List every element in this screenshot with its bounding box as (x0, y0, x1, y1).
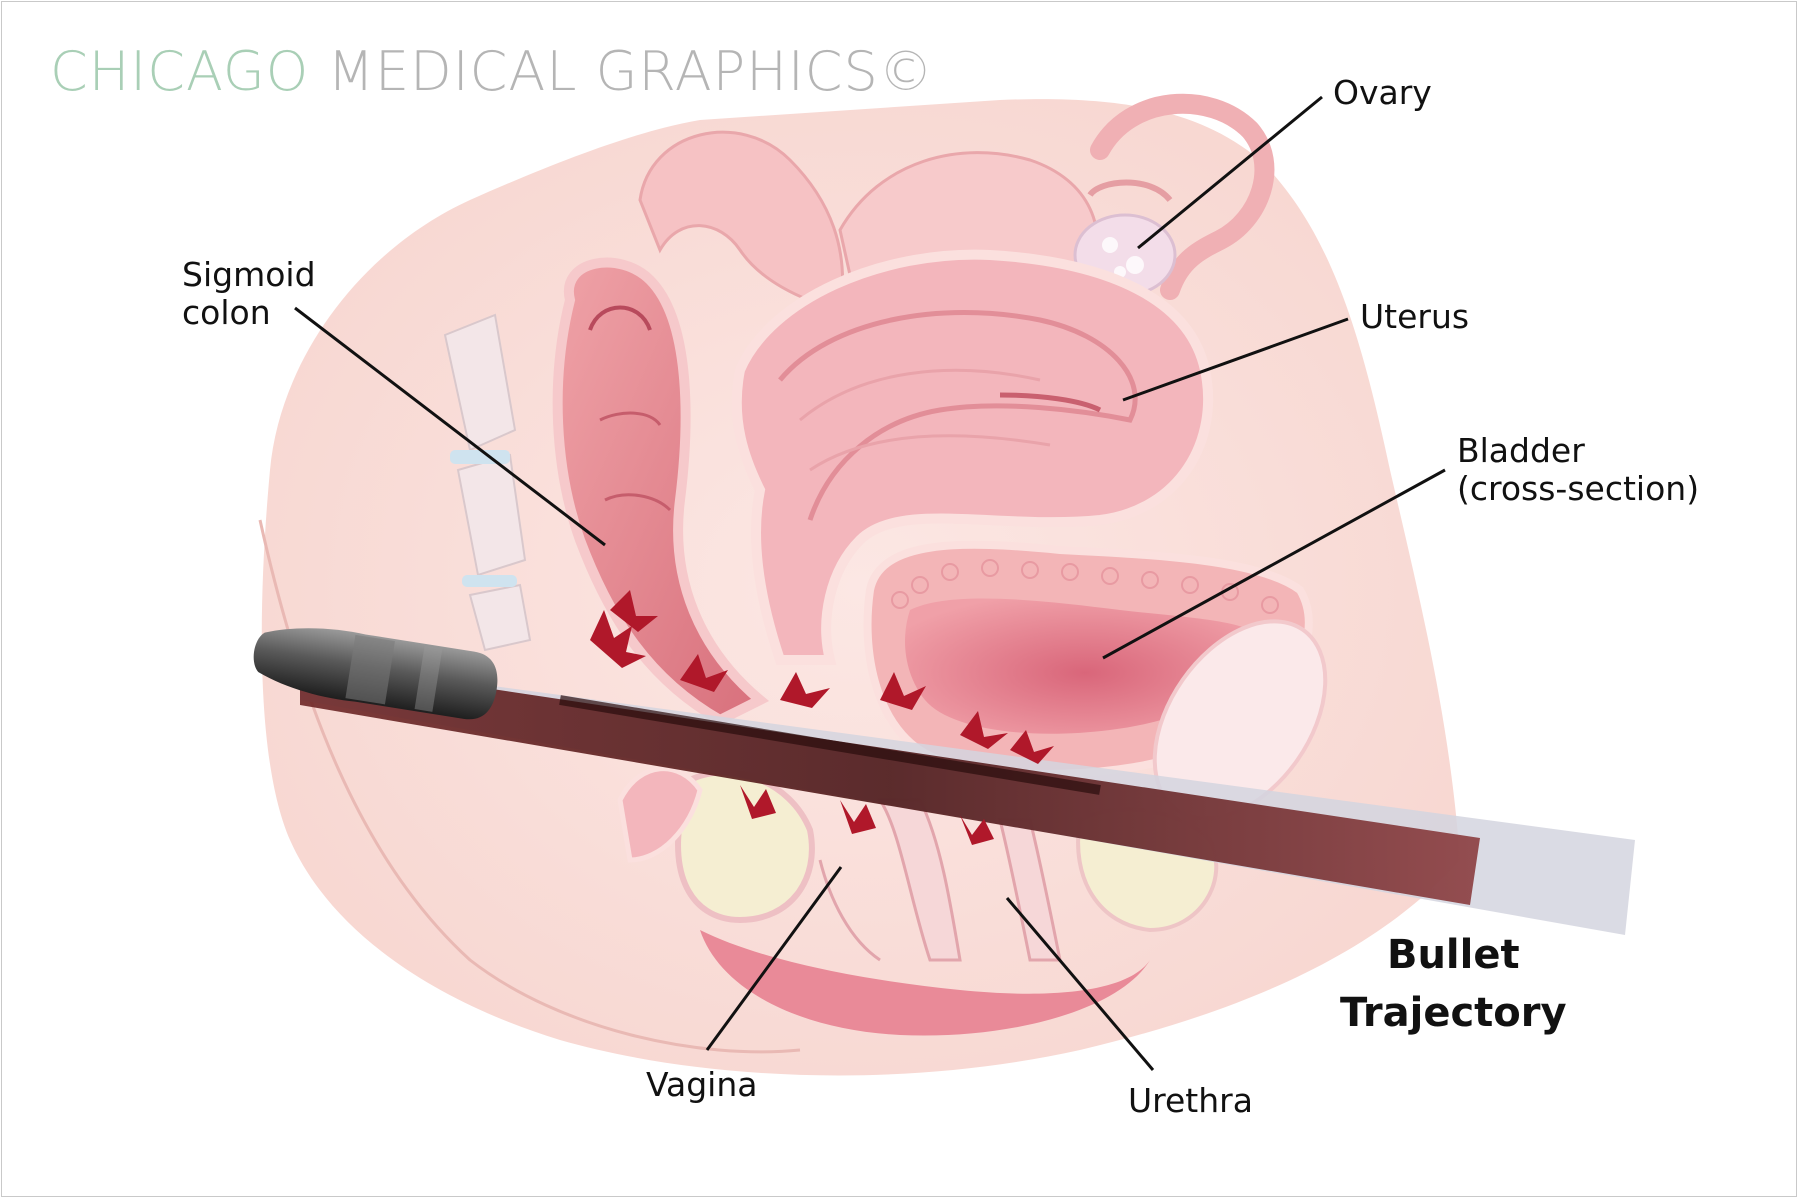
watermark-brand: CHICAGO (50, 40, 310, 103)
spine (443, 313, 532, 652)
track-wound (300, 660, 1480, 905)
label-sigmoid-colon-line2: colon (182, 293, 271, 332)
ovary-leader-line (1137, 95, 1323, 250)
label-bladder-line2: (cross-section) (1457, 469, 1700, 508)
blood-splatter (590, 590, 1054, 845)
watermark: CHICAGO MEDICAL GRAPHICS© (50, 40, 934, 103)
label-vagina: Vagina (646, 1065, 758, 1104)
label-uterus: Uterus (1360, 297, 1470, 336)
vagina-leader-line (705, 866, 843, 1051)
label-sigmoid-colon: Sigmoid colon (182, 256, 316, 332)
bullet (253, 628, 498, 720)
label-bullet-trajectory-line2: Trajectory (1340, 990, 1567, 1036)
watermark-rest: MEDICAL GRAPHICS© (327, 40, 934, 103)
label-bladder-line1: Bladder (1457, 431, 1585, 470)
leader-lines (294, 95, 1446, 1071)
lower-pelvis (617, 766, 1150, 1036)
label-bullet-trajectory-line1: Bullet (1386, 932, 1520, 978)
sigmoid-colon-leader-line (294, 306, 606, 547)
sigmoid-colon (552, 257, 770, 726)
bullet-track (300, 590, 1635, 935)
uterus-leader-line (1122, 317, 1349, 402)
uterus (731, 249, 1214, 665)
label-sigmoid-colon-line1: Sigmoid (182, 255, 316, 294)
label-bladder: Bladder (cross-section) (1457, 432, 1699, 508)
label-urethra: Urethra (1128, 1081, 1253, 1120)
urethra-leader-line (1005, 897, 1155, 1071)
label-bullet-trajectory: Bullet Trajectory (1340, 926, 1567, 1042)
label-ovary: Ovary (1333, 73, 1432, 112)
bladder-leader-line (1102, 468, 1446, 660)
